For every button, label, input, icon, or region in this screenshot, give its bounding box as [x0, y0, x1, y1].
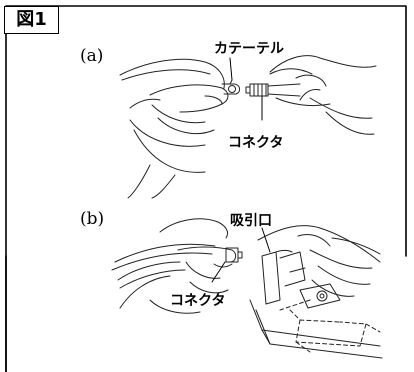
callout-connector-a: コネクタ — [228, 135, 284, 151]
catheter-tip-a — [221, 79, 241, 95]
leader-suction-b — [261, 227, 271, 253]
callout-catheter: カテーテル — [214, 41, 284, 57]
leader-catheter-a — [229, 57, 233, 81]
callout-connector-b: コネクタ — [170, 293, 226, 309]
figure-border — [5, 5, 407, 372]
panel-a-label: (a) — [80, 46, 104, 66]
panel-b-label: (b) — [80, 209, 105, 229]
right-hand-a — [269, 55, 377, 135]
tubing-b — [111, 243, 216, 309]
connector-b — [225, 247, 243, 263]
panel-b-illustration — [111, 218, 383, 359]
callout-suction-port: 吸引口 — [230, 213, 272, 229]
panel-a-illustration — [119, 55, 377, 199]
hand-b — [149, 218, 237, 314]
left-hand-a — [119, 58, 229, 199]
right-hand-b — [297, 233, 381, 297]
connector-a — [245, 83, 301, 97]
leader-connector-b — [211, 261, 226, 283]
figure-label: 図1 — [4, 6, 59, 34]
suction-device-b — [249, 225, 383, 359]
